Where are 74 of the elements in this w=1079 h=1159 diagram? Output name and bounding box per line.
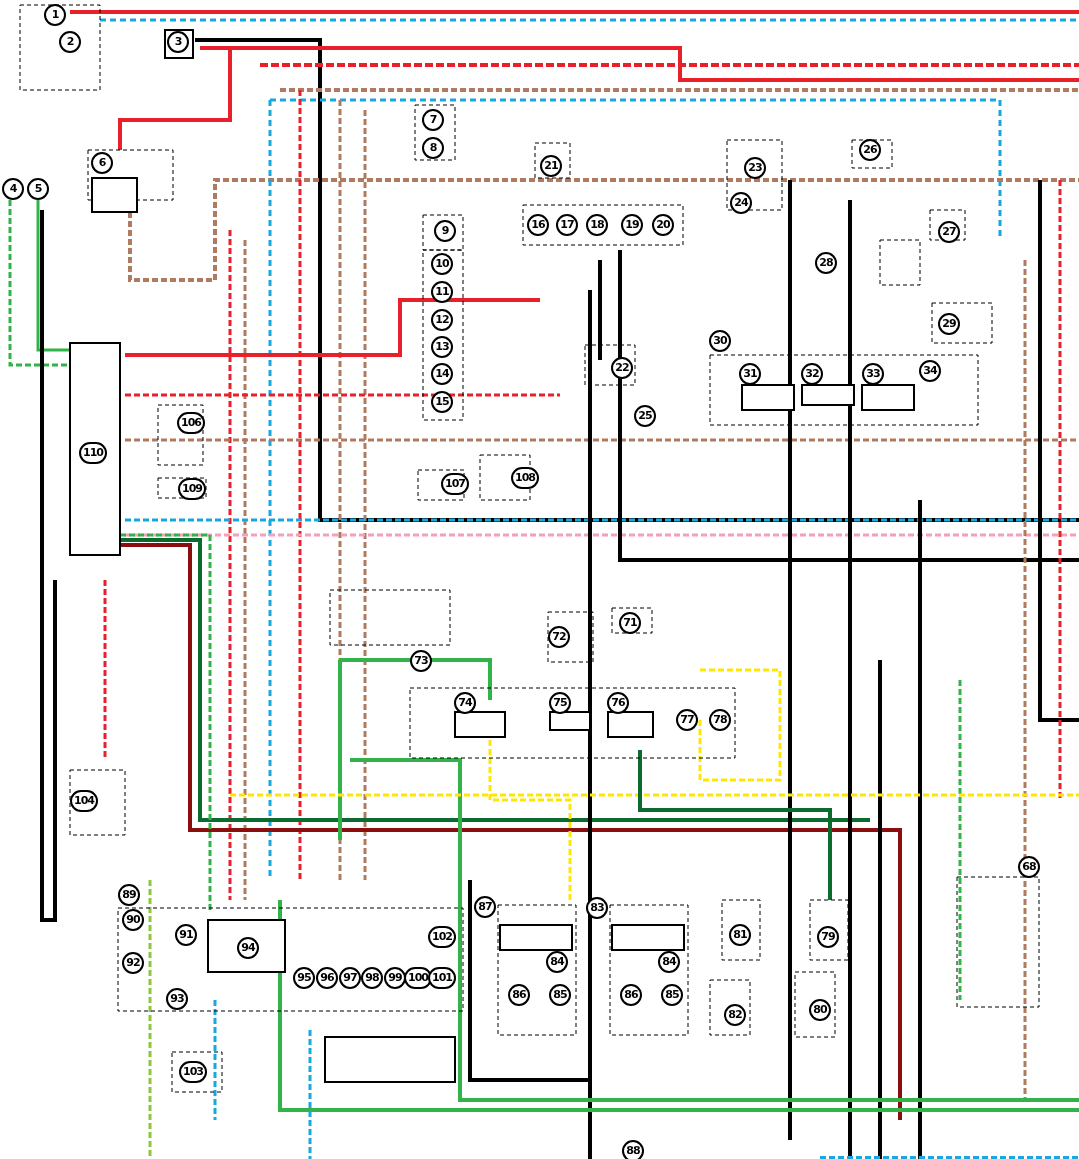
callout-number: 87	[474, 896, 496, 918]
callout-number: 79	[817, 926, 839, 948]
callout-number: 33	[862, 363, 884, 385]
callout-number: 101	[428, 967, 456, 989]
callout-number: 104	[70, 790, 98, 812]
callout-number: 25	[634, 405, 656, 427]
callout-number: 84	[658, 951, 680, 973]
callout-number: 72	[548, 626, 570, 648]
callout-number: 78	[709, 709, 731, 731]
callout-number: 20	[652, 214, 674, 236]
callout-number: 18	[586, 214, 608, 236]
callout-number: 88	[622, 1140, 644, 1159]
callout-number: 17	[556, 214, 578, 236]
callout-number: 106	[177, 412, 205, 434]
callout-number: 103	[179, 1061, 207, 1083]
callout-number: 11	[431, 281, 453, 303]
callout-number: 1	[44, 4, 66, 26]
callout-number: 102	[428, 926, 456, 948]
callout-number: 73	[410, 650, 432, 672]
callout-number: 95	[293, 967, 315, 989]
callout-number: 80	[809, 999, 831, 1021]
callout-number: 83	[586, 897, 608, 919]
callout-number: 21	[540, 155, 562, 177]
callout-number: 85	[549, 984, 571, 1006]
callout-number: 12	[431, 309, 453, 331]
callout-number: 9	[434, 220, 456, 242]
callout-number: 10	[431, 253, 453, 275]
callout-number: 5	[27, 178, 49, 200]
callout-number: 74	[454, 692, 476, 714]
callout-number: 86	[508, 984, 530, 1006]
callout-number: 109	[178, 478, 206, 500]
callout-number: 29	[938, 313, 960, 335]
callout-number: 32	[801, 363, 823, 385]
callout-number: 14	[431, 363, 453, 385]
callout-number: 108	[511, 467, 539, 489]
callout-number: 107	[441, 473, 469, 495]
callout-number: 7	[422, 109, 444, 131]
callout-number: 34	[919, 360, 941, 382]
callout-number: 85	[661, 984, 683, 1006]
callout-number: 24	[730, 192, 752, 214]
callout-number: 92	[122, 952, 144, 974]
callout-number: 26	[859, 139, 881, 161]
callout-number: 22	[611, 357, 633, 379]
callout-number: 68	[1018, 856, 1040, 878]
callout-number: 82	[724, 1004, 746, 1026]
callout-number: 96	[316, 967, 338, 989]
callout-number: 30	[709, 330, 731, 352]
callout-number: 28	[815, 252, 837, 274]
callout-number: 4	[2, 178, 24, 200]
callout-number: 16	[527, 214, 549, 236]
callout-number: 31	[739, 363, 761, 385]
callout-number: 8	[422, 137, 444, 159]
callout-number: 15	[431, 391, 453, 413]
callout-number: 6	[91, 152, 113, 174]
callout-number: 77	[676, 709, 698, 731]
callout-number: 91	[175, 924, 197, 946]
callout-number: 2	[59, 31, 81, 53]
callout-number: 97	[339, 967, 361, 989]
callout-number: 13	[431, 336, 453, 358]
callout-number: 23	[744, 157, 766, 179]
callout-number: 19	[621, 214, 643, 236]
callout-number: 100	[404, 967, 432, 989]
callout-number: 75	[549, 692, 571, 714]
callout-number: 99	[384, 967, 406, 989]
callout-number: 93	[166, 988, 188, 1010]
callout-number: 81	[729, 924, 751, 946]
callout-number: 27	[938, 221, 960, 243]
callout-number: 90	[122, 909, 144, 931]
callout-number: 86	[620, 984, 642, 1006]
callout-number: 84	[546, 951, 568, 973]
callout-number: 71	[619, 612, 641, 634]
callout-number: 98	[361, 967, 383, 989]
callout-number: 76	[607, 692, 629, 714]
callout-number: 89	[118, 884, 140, 906]
